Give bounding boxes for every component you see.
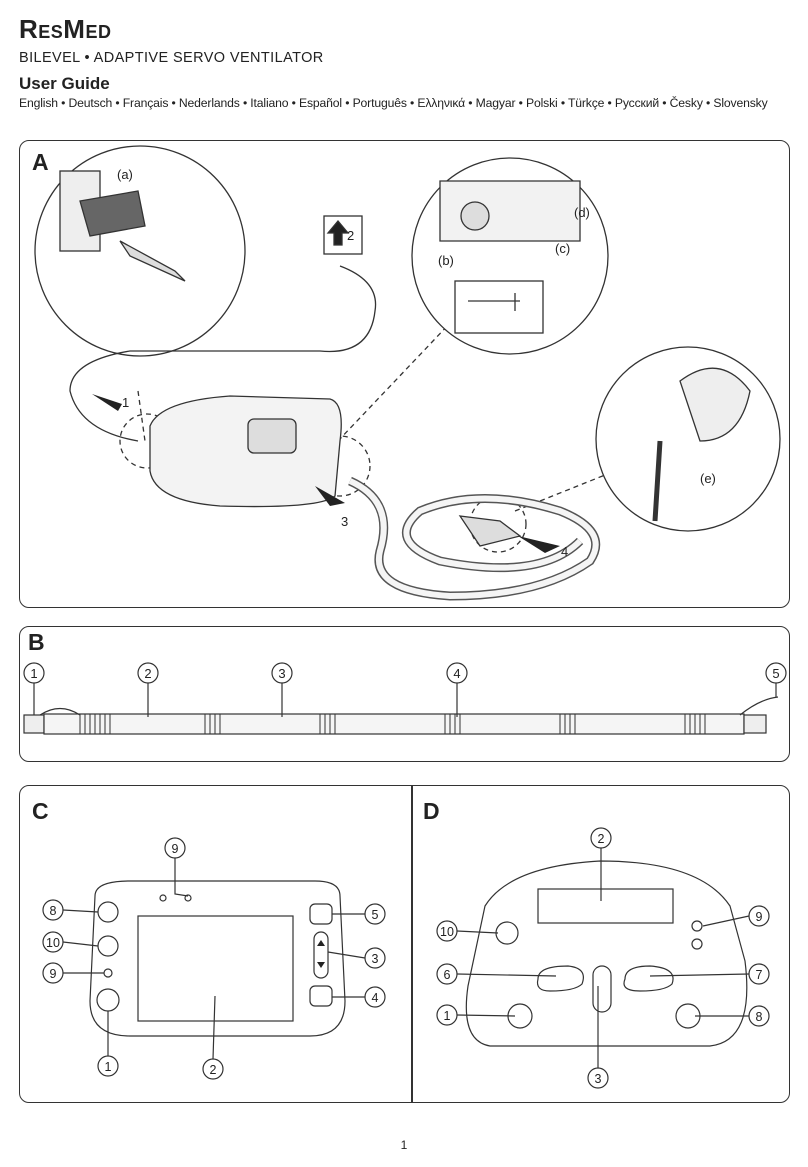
c-callout-10: 10 — [46, 936, 60, 950]
d-updown-key — [592, 965, 612, 1013]
panel-c-label: C — [32, 798, 49, 824]
c-callout-1: 1 — [105, 1060, 112, 1074]
panel-cd: C D 8 — [19, 785, 790, 1103]
d-callout-3: 3 — [595, 1072, 602, 1086]
callout-c: (c) — [555, 241, 570, 256]
tube-callout-3: 3 — [278, 666, 285, 681]
setup-illustration: (a) (b) (c) (d) (e) 1 2 3 4 — [34, 145, 781, 601]
air-tubing-illustration: 1 2 3 4 5 — [23, 662, 787, 735]
tube-callout-5: 5 — [772, 666, 779, 681]
c-callout-5: 5 — [372, 908, 379, 922]
d-callout-6: 6 — [444, 968, 451, 982]
d-up-key — [536, 965, 584, 992]
c-callout-9b: 9 — [50, 967, 57, 981]
callout-e: (e) — [700, 471, 716, 486]
d-callout-9: 9 — [756, 910, 763, 924]
c-callout-2: 2 — [210, 1063, 217, 1077]
d-callout-8: 8 — [756, 1010, 763, 1024]
panel-b-label: B — [28, 629, 45, 655]
panel-d-label: D — [423, 798, 440, 824]
brand-logo: ResMed — [19, 14, 112, 44]
tube-callout-2: 2 — [144, 666, 151, 681]
panel-a: A — [19, 140, 790, 608]
control-panels-illustration: 8 10 9 1 2 9 5 3 4 — [42, 827, 770, 1089]
c-callout-3: 3 — [372, 952, 379, 966]
tube-callout-1: 1 — [30, 666, 37, 681]
step-4: 4 — [561, 544, 568, 559]
d-callout-2: 2 — [598, 832, 605, 846]
panel-a-label: A — [32, 149, 49, 175]
guide-title: User Guide — [19, 74, 110, 93]
callout-d: (d) — [574, 205, 590, 220]
step-3: 3 — [341, 514, 348, 529]
d-down-key — [623, 965, 674, 992]
product-name: BILEVEL • ADAPTIVE SERVO VENTILATOR — [19, 50, 324, 66]
c-callout-8: 8 — [50, 904, 57, 918]
language-list: English • Deutsch • Français • Nederland… — [19, 96, 768, 110]
tube-callout-4: 4 — [453, 666, 460, 681]
up-down-key — [313, 931, 329, 979]
c-callout-4: 4 — [372, 991, 379, 1005]
d-callout-7: 7 — [756, 968, 763, 982]
page-number: 1 — [400, 1138, 408, 1152]
step-1: 1 — [122, 395, 129, 410]
d-callout-1: 1 — [444, 1009, 451, 1023]
panel-b: B 1 2 3 4 5 — [19, 626, 790, 762]
callout-a: (a) — [117, 167, 133, 182]
right-key — [309, 985, 333, 1007]
step-2: 2 — [347, 228, 354, 243]
d-callout-10: 10 — [440, 925, 454, 939]
c-callout-9a: 9 — [172, 842, 179, 856]
callout-b: (b) — [438, 253, 454, 268]
